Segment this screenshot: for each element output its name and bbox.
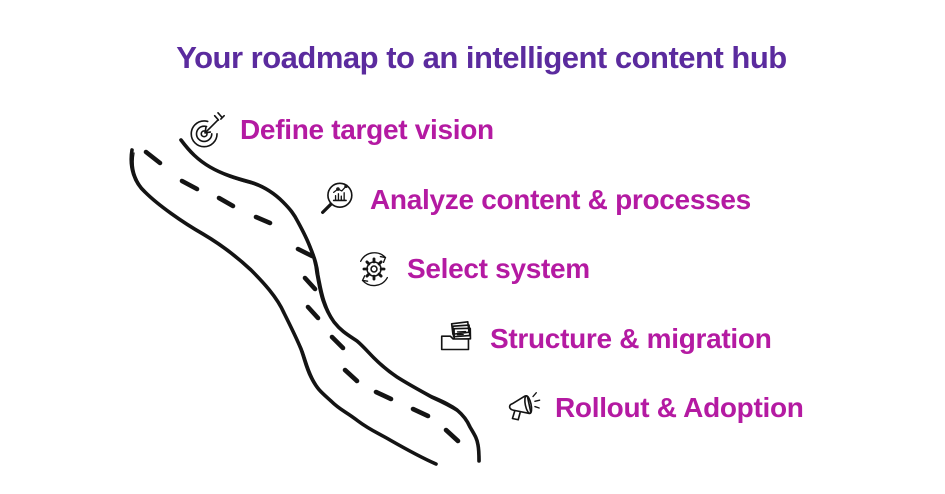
page-title: Your roadmap to an intelligent content h… bbox=[176, 40, 787, 75]
roadmap-step-rollout-adoption: Rollout & Adoption bbox=[501, 386, 804, 430]
folder-files-icon bbox=[440, 321, 472, 351]
step-label: Structure & migration bbox=[490, 323, 772, 354]
step-label: Define target vision bbox=[240, 114, 494, 145]
roadmap-step-select-system: Select system bbox=[353, 247, 590, 291]
step-label: Rollout & Adoption bbox=[555, 392, 804, 423]
gear-refresh-icon bbox=[359, 252, 389, 287]
step-label: Analyze content & processes bbox=[370, 184, 751, 215]
megaphone-icon bbox=[508, 392, 541, 421]
roadmap-step-structure-migration: Structure & migration bbox=[436, 317, 772, 361]
roadmap-step-define-target-vision: Define target vision bbox=[186, 108, 494, 152]
roadmap-step-analyze-content-processes: Analyze content & processes bbox=[316, 178, 751, 222]
step-label: Select system bbox=[407, 253, 590, 284]
target-dart-icon bbox=[190, 112, 225, 148]
magnifier-chart-icon bbox=[321, 182, 353, 215]
